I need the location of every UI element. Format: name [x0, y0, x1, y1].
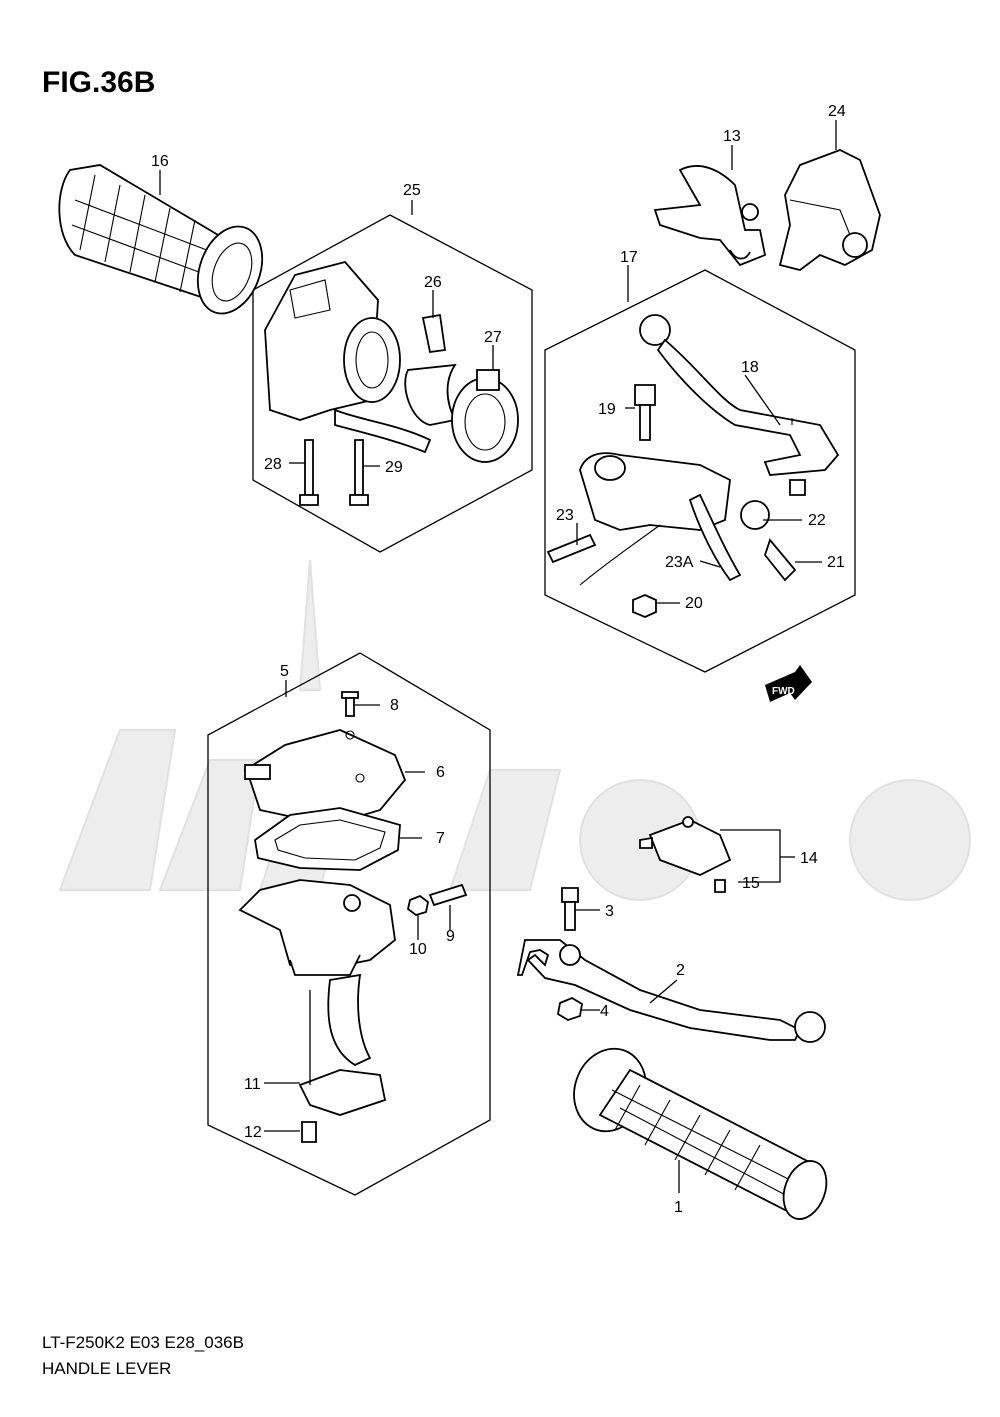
callout-4: 4: [600, 1003, 609, 1020]
screw-8-part: [341, 691, 359, 699]
callout-10: 10: [409, 941, 427, 958]
cover-6-part: [243, 729, 407, 826]
callout-23a: 23A: [665, 554, 694, 571]
bolt-9-part: [428, 883, 468, 907]
watermark: [58, 559, 971, 901]
clutch-lever-part: [516, 887, 826, 1043]
callout-7: 7: [436, 830, 445, 847]
nut-12-part: [301, 1121, 317, 1143]
callout-13: 13: [723, 128, 741, 145]
callout-16: 16: [151, 153, 169, 170]
callout-12: 12: [244, 1124, 262, 1141]
gasket-7-part: [254, 807, 401, 871]
callout-2: 2: [676, 962, 685, 979]
callout-20: 20: [685, 595, 703, 612]
callout-26: 26: [424, 274, 442, 291]
brake-lever-part: [639, 314, 840, 496]
callout-11: 11: [244, 1076, 261, 1093]
bolt-3-part: [561, 887, 579, 903]
throttle-housing-part: [238, 879, 396, 1116]
callout-3: 3: [605, 903, 614, 920]
callout-19: 19: [598, 401, 616, 418]
group-outline-17: [544, 269, 856, 673]
screw-28-part: [304, 439, 314, 496]
handlebar-switch-part: [264, 260, 519, 506]
brake-switch-part: [639, 816, 795, 893]
group-outline-5: [207, 652, 491, 1196]
callout-22: 22: [808, 512, 826, 529]
brake-bracket-part: [653, 165, 767, 267]
figure-title: FIG.36B: [42, 66, 155, 99]
callout-8: 8: [390, 697, 399, 714]
switch-group: [252, 200, 533, 553]
callout-5: 5: [280, 663, 289, 680]
cover-11-part: [298, 1069, 387, 1116]
callout-23: 23: [556, 507, 574, 524]
left-grip-part: [58, 164, 264, 315]
callout-17: 17: [620, 249, 638, 266]
callout-9: 9: [446, 928, 455, 945]
screw-29-part: [354, 439, 364, 496]
callout-24: 24: [828, 103, 846, 120]
screw-15-part: [714, 879, 726, 893]
callout-18: 18: [741, 359, 759, 376]
screw-23-part: [546, 533, 597, 564]
callout-29: 29: [385, 459, 403, 476]
pivot-bolt-19-part: [634, 384, 656, 406]
diagram-name: HANDLE LEVER: [42, 1359, 171, 1378]
callout-21: 21: [827, 554, 845, 571]
callout-14: 14: [800, 850, 818, 867]
callout-labels: 1 2 3 4 5 6 7 8 9 10 11 12 13 14 15 16 1…: [151, 103, 846, 1216]
diagram-code: LT-F250K2 E03 E28_036B: [42, 1333, 244, 1352]
right-grip-part: [573, 1047, 828, 1220]
nut-10-part: [406, 894, 429, 916]
callout-25: 25: [403, 182, 421, 199]
callout-27: 27: [484, 329, 502, 346]
nut-4-part: [557, 996, 583, 1021]
callout-6: 6: [436, 764, 445, 781]
callout-28: 28: [264, 456, 282, 473]
nut-20-part: [632, 594, 657, 618]
brake-lever-group: [544, 265, 856, 673]
fwd-arrow: FWD: [765, 665, 812, 702]
boot-22-part: [740, 500, 770, 530]
callout-15: 15: [742, 875, 760, 892]
switch-21-part: [763, 538, 797, 582]
switch-collar-part: [404, 363, 457, 426]
brake-master-cylinder-part: [579, 452, 742, 582]
callout-1: 1: [674, 1199, 683, 1216]
throttle-group: [207, 652, 491, 1196]
fwd-label: FWD: [772, 686, 795, 697]
throttle-cover-part: [778, 149, 881, 271]
